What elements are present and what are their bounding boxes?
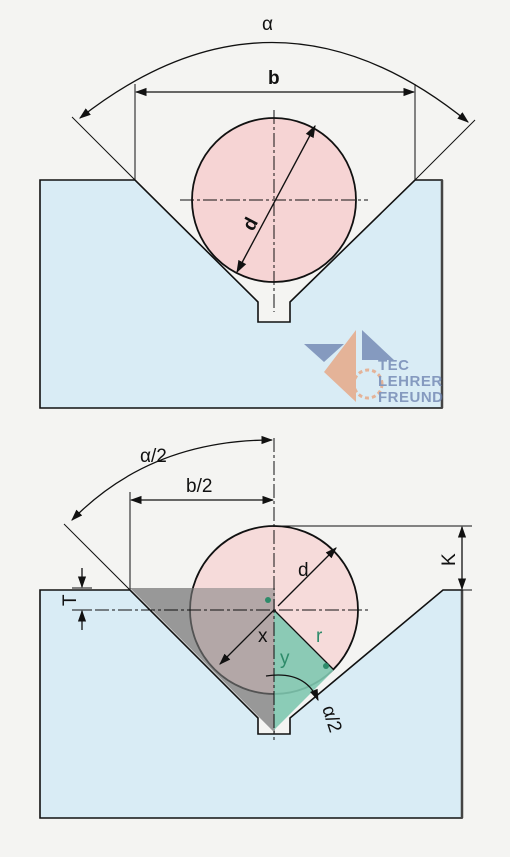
bottom-diameter-dimension [277,547,337,607]
x-line [219,609,275,665]
right-angle-dot-top [265,597,271,603]
radius-line [273,609,335,671]
top-alpha-arc [79,41,469,123]
label-y: y [280,648,290,669]
top-alpha-extension-right [414,119,476,181]
logo-orange-triangle [324,330,356,402]
bottom-v-block [39,589,463,819]
alpha-half-arc [71,435,274,521]
alpha-half-extension [63,523,131,591]
watermark-logo: TEC LEHRER FREUND [304,330,444,406]
green-triangle [274,610,334,730]
top-label-alpha: α [262,14,273,35]
label-b-half: b/2 [186,476,212,497]
label-K: K [439,553,460,566]
grey-triangle-overlay [130,588,275,733]
bottom-label-d: d [298,560,309,581]
logo-gear-icon [352,368,384,400]
bottom-diagram: d x y r α/2 b/2 α/2 K T [39,435,472,819]
label-T: T [60,594,81,606]
label-r: r [316,626,323,647]
label-x: x [258,626,268,647]
right-angle-dot-right [323,663,329,669]
label-alpha-half: α/2 [140,446,167,467]
logo-blue-triangle-left [304,344,344,362]
top-diameter-dimension [236,124,316,274]
logo-text-line2: LEHRER [378,373,443,390]
logo-blue-triangle-right [362,330,394,360]
logo-text-line1: TEC [378,357,410,374]
bottom-angle-arc [265,674,319,702]
top-diagram: d b α [39,14,476,409]
top-alpha-extension-left [71,116,136,181]
top-label-b: b [268,68,280,89]
logo-text-line3: FREUND [378,389,444,406]
